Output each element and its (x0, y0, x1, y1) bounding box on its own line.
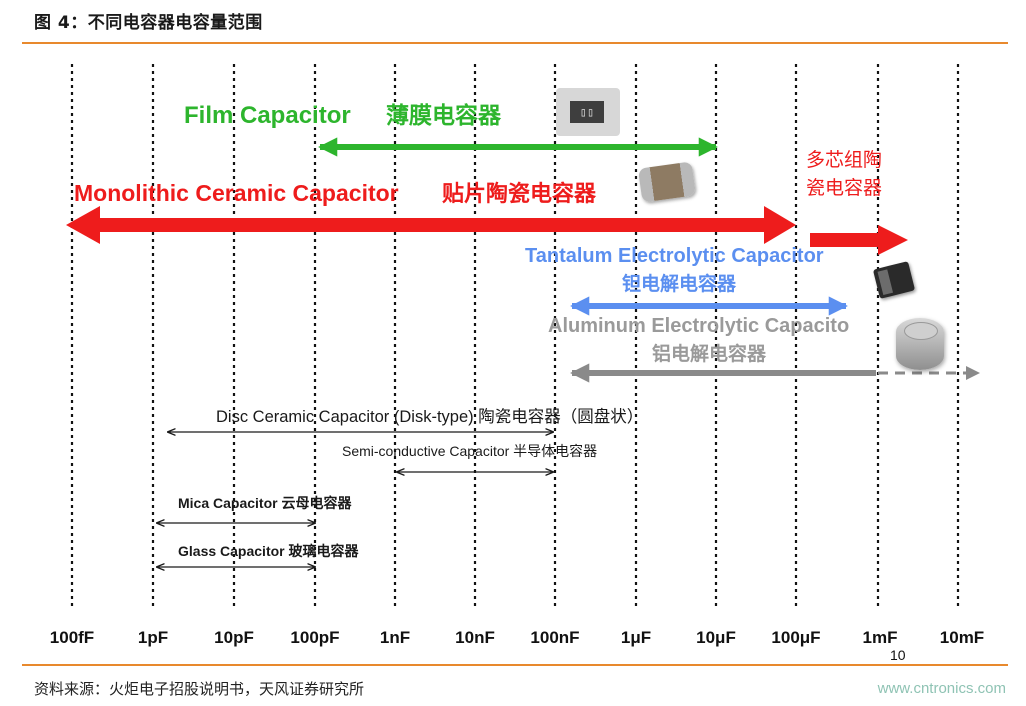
glass-range: Glass Capacitor 玻璃电容器 (157, 543, 359, 567)
tick-label-100nF: 100nF (530, 628, 579, 647)
film-chip-icon: ▯▯ (570, 101, 604, 123)
mlcc-arrow-right-head (764, 206, 796, 244)
mlcc-arrow-shaft (92, 218, 772, 232)
aluminum-can-image (896, 318, 944, 370)
aluminum-range: Aluminum Electrolytic Capacito 铝电解电容器 (548, 315, 980, 383)
tick-label-1mF: 1mF (863, 628, 898, 647)
tantalum-range: Tantalum Electrolytic Capacitor 钽电解电容器 (525, 245, 848, 316)
disc-label: Disc Ceramic Capacitor (Disk-type) 陶瓷电容器… (216, 407, 643, 426)
aluminum-can-top (904, 322, 938, 340)
mica-range: Mica Capacitor 云母电容器 (157, 495, 352, 523)
tick-label-10nF: 10nF (455, 628, 495, 647)
figure-title: 图 4：不同电容器电容量范围 (34, 13, 263, 33)
semi-label: Semi-conductive Capacitor 半导体电容器 (342, 443, 597, 459)
tick-label-10pF: 10pF (214, 628, 254, 647)
tick-label-10uF: 10μF (696, 628, 736, 647)
multi-chip-label-line1: 多芯组陶 (806, 149, 882, 171)
tantalum-label-cn: 钽电解电容器 (622, 272, 737, 295)
tick-label-100uF: 100μF (771, 628, 820, 647)
tick-label-100pF: 100pF (290, 628, 339, 647)
aluminum-label-en: Aluminum Electrolytic Capacito (548, 315, 849, 337)
disc-ceramic-range: Disc Ceramic Capacitor (Disk-type) 陶瓷电容器… (168, 407, 643, 432)
film-label-en: Film Capacitor (184, 102, 351, 129)
film-label-cn: 薄膜电容器 (386, 102, 502, 128)
tick-label-1pF: 1pF (138, 628, 168, 647)
aluminum-label-cn: 铝电解电容器 (652, 342, 767, 365)
watermark: www.cntronics.com (877, 680, 1006, 697)
multi-chip-arrow-shaft (810, 233, 882, 247)
footer-divider (22, 664, 1008, 666)
film-capacitor-image: ▯▯ (556, 88, 620, 136)
mica-label: Mica Capacitor 云母电容器 (178, 495, 352, 511)
tick-label-1uF: 1μF (621, 628, 651, 647)
multi-chip-ceramic-range: 多芯组陶 瓷电容器 (806, 149, 908, 255)
mlcc-label-cn: 贴片陶瓷电容器 (442, 181, 597, 206)
mlcc-range: Monolithic Ceramic Capacitor 贴片陶瓷电容器 (66, 180, 796, 244)
axis-tick-labels: 100fF 1pF 10pF 100pF 1nF 10nF 100nF 1μF … (50, 628, 984, 647)
tick-label-1nF: 1nF (380, 628, 410, 647)
multi-chip-label-line2: 瓷电容器 (806, 177, 882, 199)
tantalum-polarity-band (877, 269, 894, 296)
semi-conductive-range: Semi-conductive Capacitor 半导体电容器 (342, 443, 597, 472)
film-capacitor-range: Film Capacitor 薄膜电容器 (184, 102, 718, 157)
tick-label-100fF: 100fF (50, 628, 94, 647)
source-note: 资料来源：火炬电子招股说明书，天风证券研究所 (34, 680, 365, 698)
glass-label: Glass Capacitor 玻璃电容器 (178, 543, 359, 559)
multi-chip-arrow-head (878, 225, 908, 255)
tantalum-label-en: Tantalum Electrolytic Capacitor (525, 245, 824, 267)
mlcc-arrow-left-head (66, 206, 100, 244)
axis-extra-label: 10 (890, 647, 906, 663)
tick-label-10mF: 10mF (940, 628, 984, 647)
title-divider (22, 42, 1008, 44)
mlcc-label-en: Monolithic Ceramic Capacitor (74, 180, 399, 206)
aluminum-extension-head (966, 366, 980, 380)
